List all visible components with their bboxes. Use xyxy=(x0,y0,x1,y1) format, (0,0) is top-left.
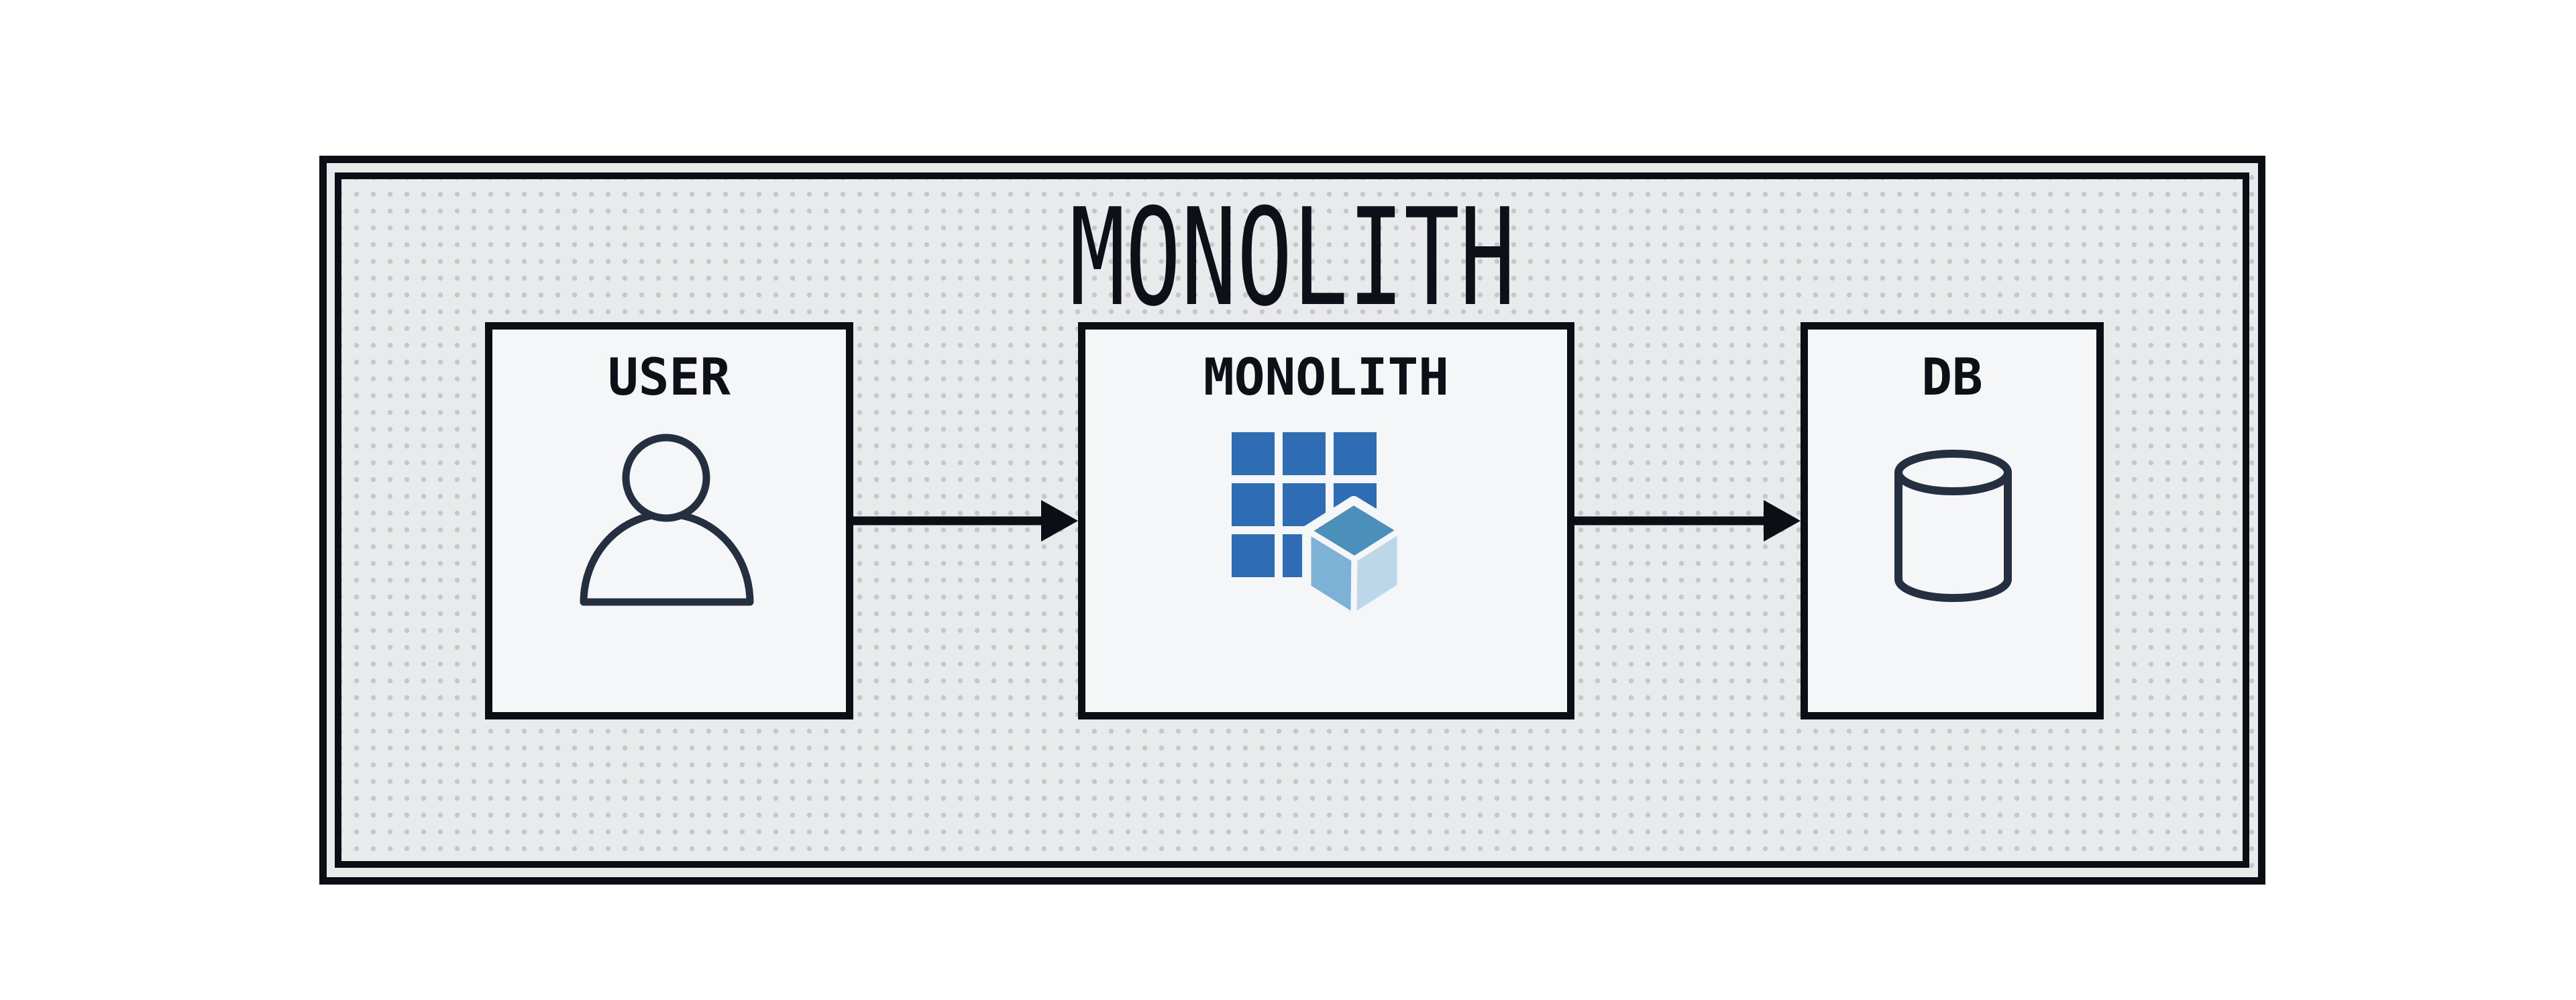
database-cylinder-icon xyxy=(1894,450,2012,602)
cube-top-face xyxy=(1305,499,1403,562)
node-monolith-label: MONOLITH xyxy=(1203,347,1450,407)
monolith-container-inner-frame xyxy=(335,172,2249,868)
node-db: DB xyxy=(1801,322,2104,719)
module-grid-cube-icon xyxy=(1232,432,1406,622)
container-title-text: MONOLITH xyxy=(1069,180,1515,336)
arrow-monolith-to-db xyxy=(1574,500,1801,542)
person-body xyxy=(580,510,754,606)
cylinder-body xyxy=(1894,472,2012,602)
person-head xyxy=(622,434,710,522)
arrowhead-icon xyxy=(1764,500,1801,542)
arrow-user-to-monolith xyxy=(853,500,1078,542)
cylinder-top xyxy=(1894,450,2012,495)
isometric-cube xyxy=(1302,496,1406,622)
arrowhead-icon xyxy=(1041,500,1078,542)
node-db-label: DB xyxy=(1921,347,1983,407)
node-user-label: USER xyxy=(607,347,731,407)
container-title: MONOLITH xyxy=(319,191,2265,326)
person-icon xyxy=(580,434,754,606)
